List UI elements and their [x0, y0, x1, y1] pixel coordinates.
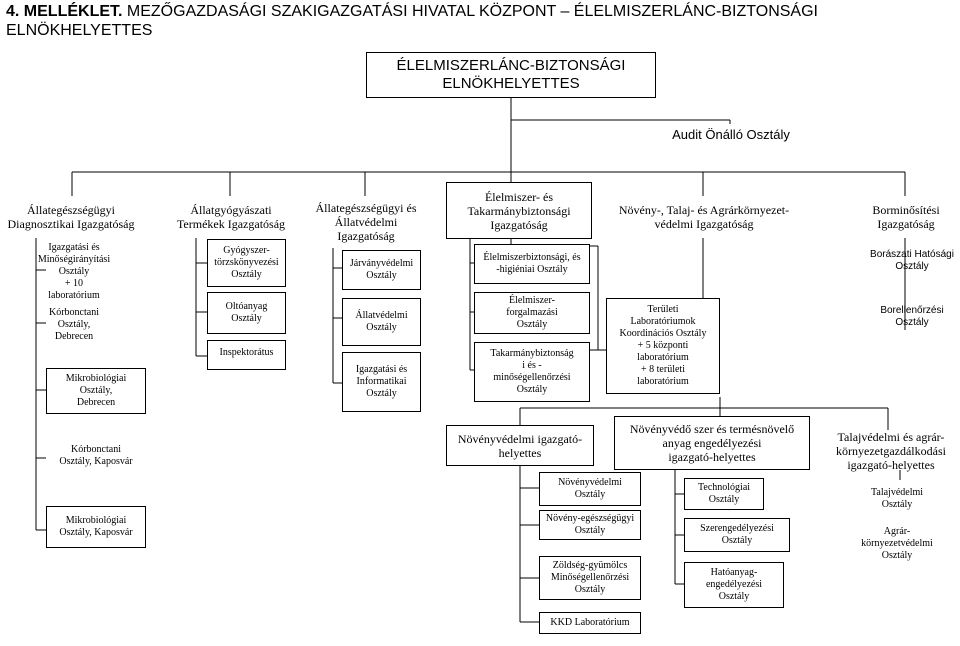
dept-wine-control: Borellenőrzési Osztály — [880, 305, 944, 328]
dept-vaccine: Oltóanyag Osztály — [207, 292, 286, 334]
dept-animal-welfare: Állatvédelmi Osztály — [342, 298, 421, 346]
dept-agri-env: Agrár- környezetvédelmi Osztály — [861, 526, 933, 561]
directorate-plant-soil: Növény-, Talaj- és Agrárkörnyezet- védel… — [618, 203, 790, 231]
dept-epidemic: Járványvédelmi Osztály — [342, 250, 421, 290]
dept-pathology-kaposvar: Kórbonctani Osztály, Kaposvár — [59, 444, 133, 467]
dept-soil-protection: Talajvédelmi Osztály — [870, 487, 924, 510]
dept-inspectorate: Inspektorátus — [207, 340, 286, 370]
deputy-box: ÉLELMISZERLÁNC-BIZTONSÁGI ELNÖKHELYETTES — [366, 52, 656, 98]
title-line1: MEZŐGAZDASÁGI SZAKIGAZGATÁSI HIVATAL KÖZ… — [122, 3, 818, 20]
dept-wine-authority: Borászati Hatósági Osztály — [870, 249, 954, 272]
page-title-line2: ELNÖKHELYETTES — [6, 22, 153, 39]
directorate-animal-health-welfare: Állategészségügyi és Állatvédelmi Igazga… — [315, 201, 417, 243]
deputy-pesticide-fertilizer: Növényvédő szer és termésnövelő anyag en… — [614, 416, 810, 470]
dept-plant-protection: Növényvédelmi Osztály — [539, 472, 641, 506]
audit-box: Audit Önálló Osztály — [672, 126, 790, 142]
dept-technology: Technológiai Osztály — [684, 478, 764, 510]
dept-food-safety-hygiene: Élelmiszerbiztonsági, és -higiéniai Oszt… — [474, 244, 590, 284]
dept-micro-debrecen: Mikrobiológiai Osztály, Debrecen — [46, 368, 146, 414]
dept-pathology-debrecen: Kórbonctani Osztály, Debrecen — [49, 307, 99, 342]
dept-licensing: Szerengedélyezési Osztály — [684, 518, 790, 552]
deputy-plant-protection: Növényvédelmi igazgató- helyettes — [446, 425, 594, 466]
dept-fruit-veg: Zöldség-gyümölcs Minőségellenőrzési Oszt… — [539, 556, 641, 600]
dept-regional-labs: Területi Laboratóriumok Koordinációs Osz… — [606, 298, 720, 394]
dept-plant-health: Növény-egészségügyi Osztály — [539, 510, 641, 540]
title-prefix: 4. MELLÉKLET. — [6, 3, 123, 20]
deputy-soil-agri: Talajvédelmi és agrár- környezetgazdálko… — [836, 430, 946, 472]
dept-feed-safety: Takarmánybiztonság i és - minőségellenőr… — [474, 342, 590, 402]
directorate-animal-health-diag: Állategészségügyi Diagnosztikai Igazgató… — [7, 203, 135, 231]
dept-micro-kaposvar: Mikrobiológiai Osztály, Kaposvár — [46, 506, 146, 548]
directorate-food-feed: Élelmiszer- és Takarmánybiztonsági Igazg… — [446, 182, 592, 239]
dept-admin-quality: Igazgatási és Minőségirányítási Osztály … — [37, 242, 111, 301]
dept-admin-it: Igazgatási és Informatikai Osztály — [342, 352, 421, 412]
page-title: 4. MELLÉKLET. MEZŐGAZDASÁGI SZAKIGAZGATÁ… — [6, 2, 818, 21]
directorate-vet-medicine: Állatgyógyászati Termékek Igazgatóság — [176, 203, 286, 231]
dept-pharma-registry: Gyógyszer- törzskönyvezési Osztály — [207, 239, 286, 287]
dept-efficacy: Hatóanyag- engedélyezési Osztály — [684, 562, 784, 608]
dept-kkd-lab: KKD Laboratórium — [539, 612, 641, 634]
dept-food-trade: Élelmiszer- forgalmazási Osztály — [474, 292, 590, 334]
directorate-wine: Borminősítési Igazgatóság — [872, 203, 940, 231]
